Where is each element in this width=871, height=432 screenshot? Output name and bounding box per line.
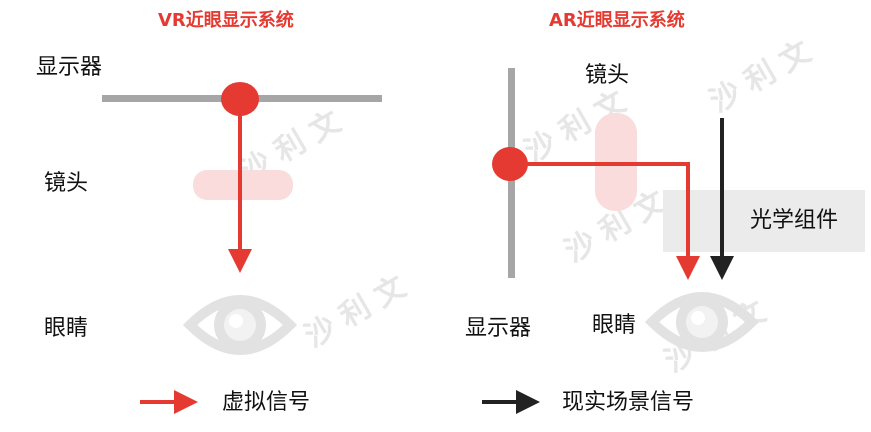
legend-virtual-label: 虚拟信号 (222, 390, 311, 415)
ar-display-label: 显示器 (465, 316, 532, 341)
ar-optics-label: 光学组件 (750, 208, 839, 233)
vr-light-source-dot (221, 82, 259, 116)
vr-lens-label: 镜头 (44, 171, 89, 196)
vr-eye-label: 眼睛 (44, 316, 89, 341)
vr-display-label: 显示器 (36, 55, 103, 80)
ar-eye-icon (644, 292, 760, 352)
ar-optics-box (663, 190, 865, 252)
legend-real-label: 现实场景信号 (562, 390, 695, 415)
vr-eye-icon (182, 295, 298, 355)
ar-lens-label: 镜头 (585, 63, 630, 88)
vr-title: VR近眼显示系统 (158, 10, 294, 31)
vr-lens (193, 170, 293, 200)
ar-virtual-signal-arrow (511, 162, 700, 280)
ar-title: AR近眼显示系统 (549, 10, 685, 31)
ar-eye-label: 眼睛 (592, 313, 637, 338)
ar-light-source-dot (492, 147, 528, 181)
